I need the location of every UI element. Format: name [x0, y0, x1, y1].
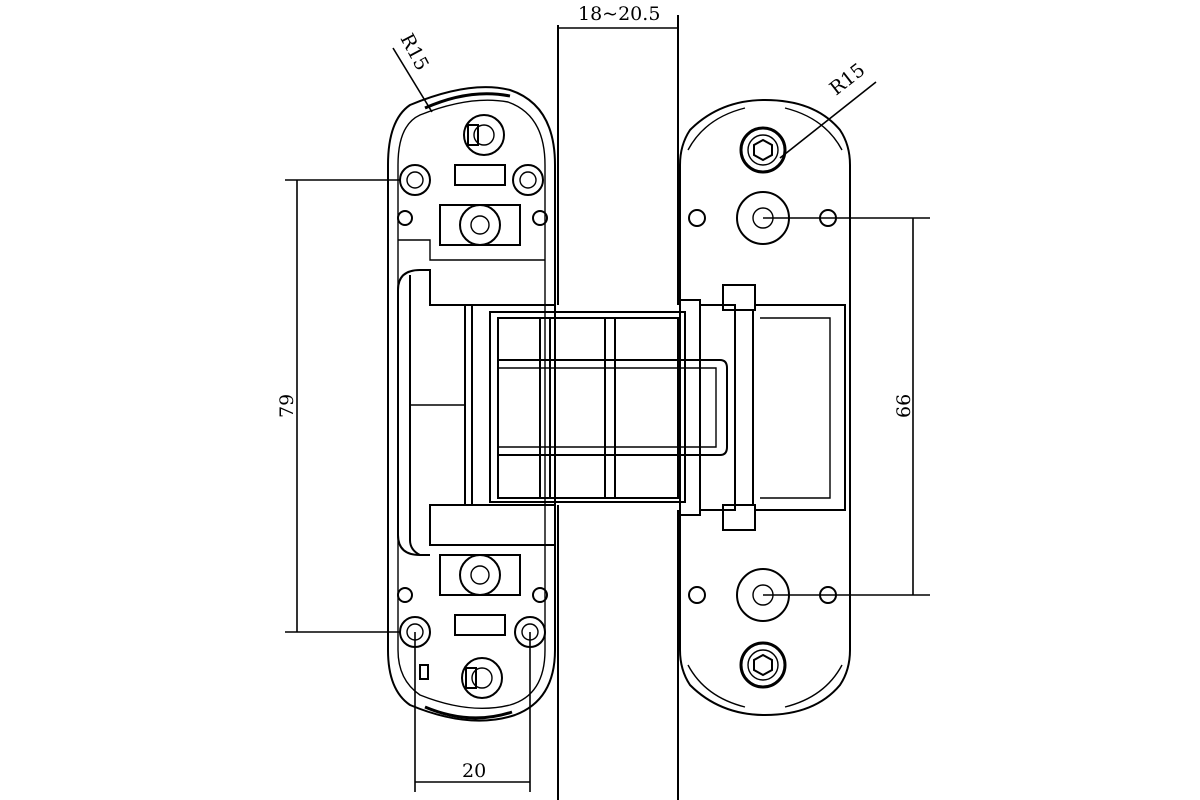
- right-height-label: 66: [893, 394, 915, 418]
- center-gap-band: [557, 15, 679, 800]
- gap-dimension-label: 18~20.5: [578, 3, 660, 25]
- hinge-arm-mechanism: [489, 284, 846, 531]
- right-radius-label: R15: [826, 59, 870, 100]
- dimension-lines: [285, 47, 930, 792]
- right-hinge-leaf: [679, 98, 851, 717]
- left-height-label: 79: [276, 394, 298, 418]
- bottom-width-label: 20: [462, 760, 486, 782]
- left-radius-label: R15: [396, 30, 433, 74]
- left-hinge-leaf: [387, 86, 556, 722]
